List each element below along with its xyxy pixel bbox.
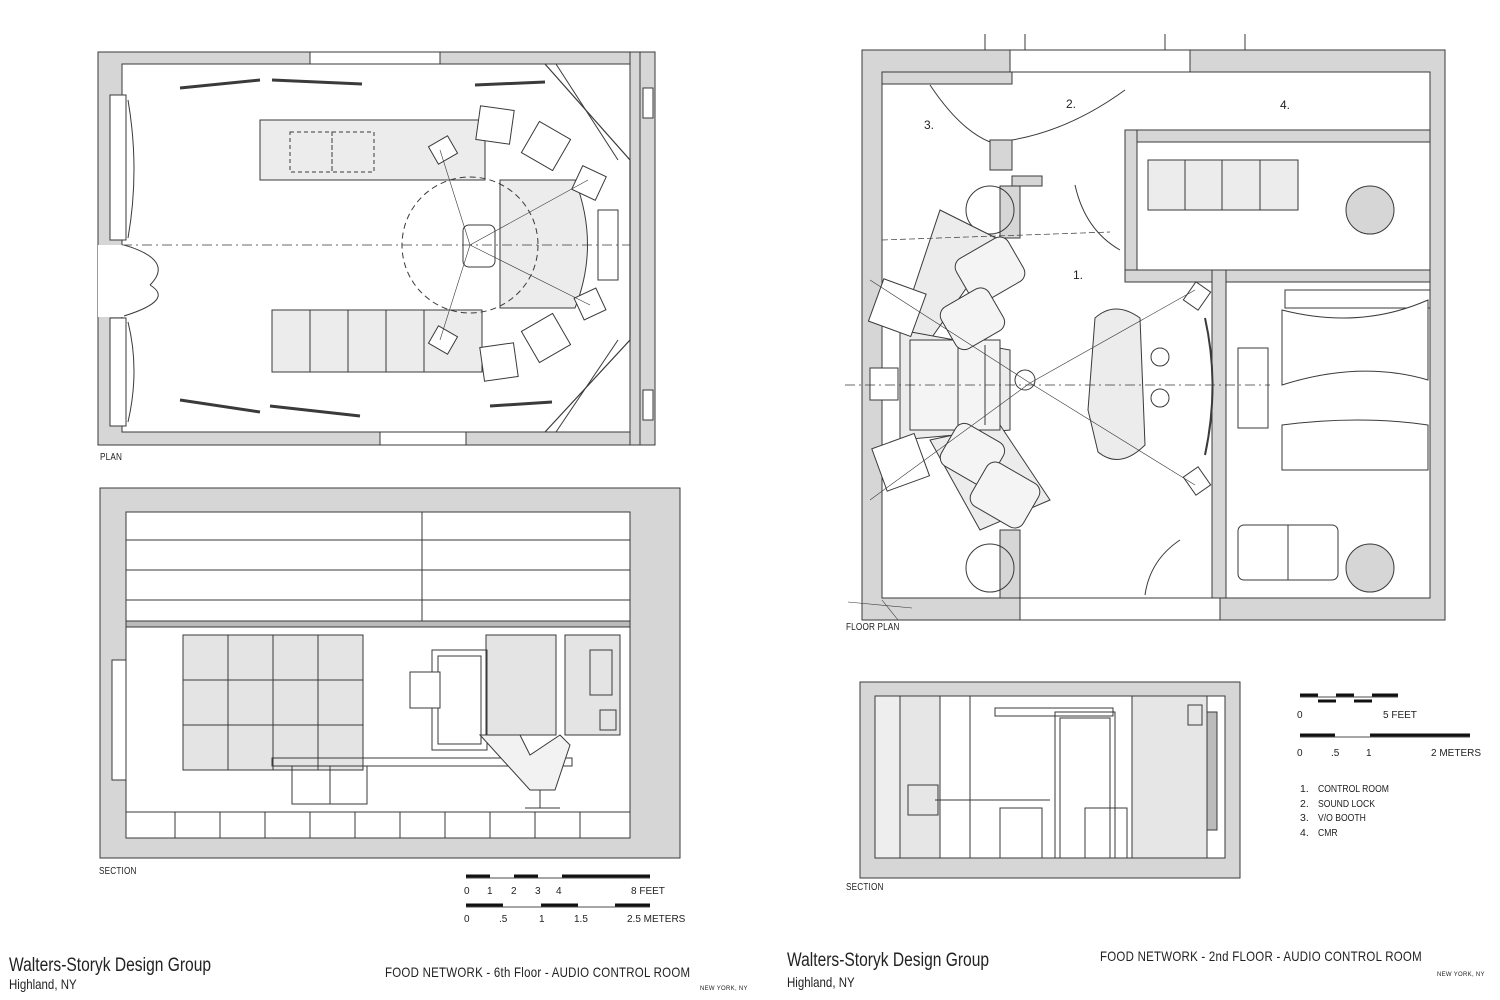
firm-name-right: Walters-Storyk Design Group [787, 950, 990, 971]
firm-location-left: Highland, NY [9, 976, 77, 992]
scale-tick: 2 METERS [1431, 748, 1482, 759]
room-number-2: 2. [1066, 97, 1077, 111]
legend-item: 1.CONTROL ROOM [1300, 783, 1389, 795]
room-legend: 1.CONTROL ROOM 2.SOUND LOCK 3.V/O BOOTH … [1300, 782, 1405, 840]
scale-tick: 1 [539, 914, 545, 925]
legend-item: 3.V/O BOOTH [1300, 812, 1366, 825]
right-floor-plan-drawing [845, 34, 1446, 621]
city-right: NEW YORK, NY [1437, 972, 1485, 978]
scale-tick: 3 [535, 886, 541, 897]
city-left: NEW YORK, NY [700, 986, 748, 992]
left-scale-bars [466, 874, 650, 908]
scale-tick: 0 [1297, 710, 1303, 721]
scale-tick: .5 [1331, 748, 1340, 759]
room-number-3: 3. [924, 118, 935, 132]
floor-plan-label: FLOOR PLAN [846, 622, 900, 633]
left-section-drawing [99, 487, 681, 859]
firm-location-right: Highland, NY [787, 974, 855, 990]
leader-lines [847, 599, 913, 621]
scale-tick: 1.5 [574, 914, 588, 925]
scale-tick: .5 [499, 914, 508, 925]
plan-label: PLAN [100, 452, 123, 463]
right-scale-bars [1300, 693, 1470, 738]
scale-tick: 4 [556, 886, 562, 897]
scale-tick: 1 [1366, 748, 1372, 759]
room-number-4: 4. [1280, 98, 1291, 112]
legend-item: 2.SOUND LOCK [1300, 797, 1375, 810]
sheet-title-left: FOOD NETWORK - 6th Floor - AUDIO CONTROL… [385, 964, 691, 980]
section-label-right: SECTION [846, 882, 884, 893]
scale-tick: 2 [511, 886, 517, 897]
legend-item: 4.CMR [1300, 826, 1338, 839]
scale-tick: 0 [464, 914, 470, 925]
scale-tick: 5 FEET [1383, 710, 1417, 721]
room-number-1: 1. [1073, 268, 1084, 282]
scale-tick: 1 [487, 886, 493, 897]
section-label-left: SECTION [99, 866, 137, 877]
scale-tick: 2.5 METERS [627, 914, 686, 925]
scale-tick: 8 FEET [631, 886, 665, 897]
right-section-drawing [859, 681, 1241, 879]
scale-tick: 0 [1297, 748, 1303, 759]
sheet-title-right: FOOD NETWORK - 2nd FLOOR - AUDIO CONTROL… [1100, 948, 1422, 964]
left-plan-drawing [97, 51, 656, 446]
firm-name-left: Walters-Storyk Design Group [9, 955, 212, 976]
scale-tick: 0 [464, 886, 470, 897]
